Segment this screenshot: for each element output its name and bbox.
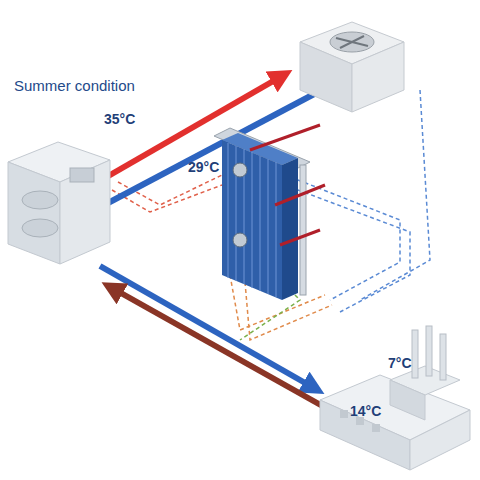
return-water-pipe (112, 288, 326, 408)
plate-heat-exchanger (214, 125, 325, 300)
factory (320, 326, 470, 470)
temperature-label: 7°C (388, 356, 412, 371)
temperature-label: 35°C (104, 112, 135, 127)
temperature-label: 29°C (188, 160, 219, 175)
diagram-title: Summer condition (14, 78, 135, 95)
temperature-label: 14°C (350, 404, 381, 419)
chiller (8, 142, 110, 264)
dry-cooler (300, 22, 404, 112)
